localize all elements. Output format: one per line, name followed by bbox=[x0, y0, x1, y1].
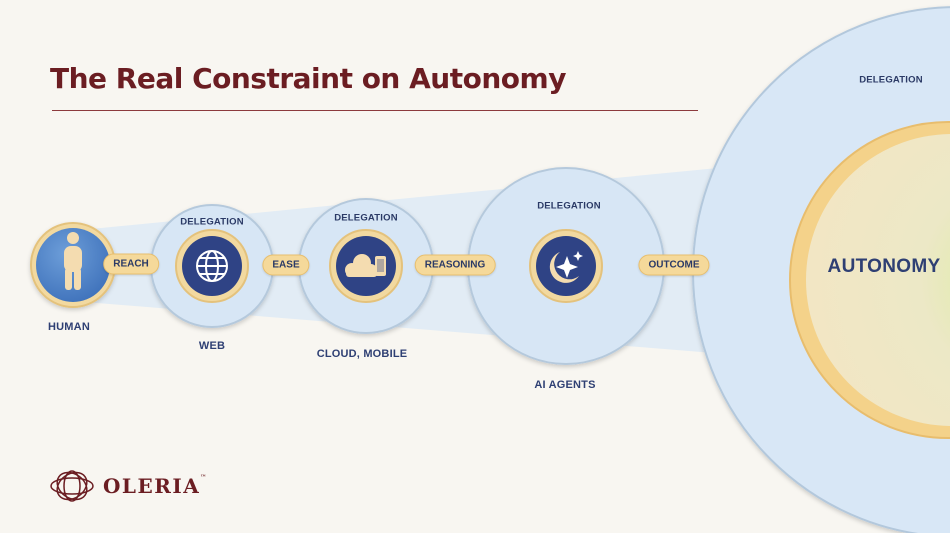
stage-label-human: HUMAN bbox=[48, 321, 90, 333]
page-title: The Real Constraint on Autonomy bbox=[50, 62, 566, 95]
ai-agents-delegation-label: DELEGATION bbox=[537, 200, 601, 212]
stage-label-web: WEB bbox=[198, 340, 226, 352]
trademark-symbol: ™ bbox=[200, 474, 207, 481]
cloud-mobile-icon bbox=[329, 229, 403, 303]
sparkle-moon-icon bbox=[529, 229, 603, 303]
autonomy-label: AUTONOMY bbox=[827, 256, 941, 277]
stage-label-ai-agents: AI AGENTS bbox=[534, 379, 596, 391]
title-divider bbox=[52, 110, 698, 111]
connector-reach: REACH bbox=[103, 253, 159, 275]
outer-delegation-label: DELEGATION bbox=[859, 74, 923, 86]
autonomy-core bbox=[806, 134, 950, 426]
oleria-logo: OLERIA™ bbox=[48, 469, 206, 503]
cloud-delegation-label: DELEGATION bbox=[334, 212, 398, 224]
connector-outcome: OUTCOME bbox=[638, 254, 710, 276]
connector-ease: EASE bbox=[262, 254, 310, 276]
logo-wordmark: OLERIA bbox=[103, 474, 201, 498]
connector-reasoning: REASONING bbox=[414, 254, 496, 276]
globe-icon bbox=[175, 229, 249, 303]
oleria-knot-icon bbox=[50, 470, 94, 502]
stage-label-cloud-mobile: CLOUD, MOBILE bbox=[316, 348, 408, 360]
person-icon bbox=[30, 222, 116, 308]
web-delegation-label: DELEGATION bbox=[180, 216, 244, 228]
